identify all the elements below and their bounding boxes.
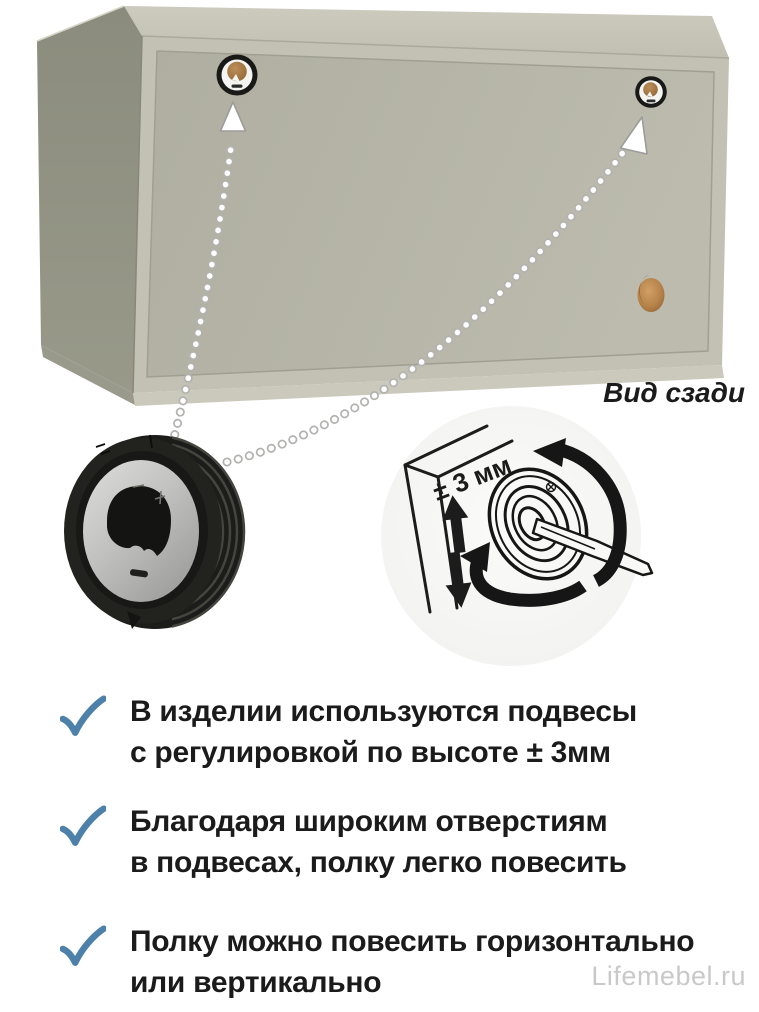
feature-3-line-1: Полку можно повесить горизонтально	[130, 925, 695, 958]
ring-adjust-slot	[129, 569, 148, 578]
ring-markings	[132, 484, 166, 505]
screwdriver-icon	[531, 517, 654, 577]
ring-bottom-tab	[127, 611, 141, 629]
cabinet-left-face	[37, 6, 142, 393]
arrow-up-left-icon	[219, 101, 247, 132]
mount-hole-right-slot	[646, 99, 656, 103]
ring-ribs	[172, 436, 246, 628]
cabinet-left-seam	[132, 35, 143, 394]
check-icon	[60, 805, 106, 846]
cabinet-back-panel	[146, 50, 715, 378]
trail-right	[224, 135, 637, 465]
feature-text-3: Полку можно повесить горизонтально или в…	[130, 921, 695, 1003]
feature-1-line-2: с регулировкой по высоте ± 3мм	[130, 736, 611, 769]
wood-hole	[637, 278, 665, 312]
callout-trails	[167, 101, 648, 467]
feature-item-2: Благодаря широким отверстиям в подвесах,…	[60, 801, 627, 883]
check-icon	[60, 695, 106, 736]
cabinet-bottom-strip	[133, 365, 724, 406]
feature-item-1: В изделии используются подвесы с регулир…	[60, 691, 637, 773]
cabinet-top-seam	[141, 35, 730, 59]
cabinet-top-left-highlight	[36, 5, 125, 42]
cabinet-back-view	[36, 5, 730, 406]
mount-hole-left-wood	[227, 61, 247, 82]
trail-left	[169, 137, 235, 449]
screw-glyph	[545, 481, 557, 493]
mount-hole-left-slot	[231, 84, 243, 88]
mount-hole-right	[635, 76, 667, 108]
arrow-down-icon	[445, 551, 472, 608]
feature-2-line-1: Благодаря широким отверстиям	[130, 805, 608, 838]
arrow-up-icon	[442, 495, 469, 554]
rotation-arrows	[460, 438, 627, 607]
feature-3-line-2: или вертикально	[130, 966, 382, 999]
feature-1-line-1: В изделии используются подвесы	[130, 695, 637, 728]
ring-mold-seams	[95, 434, 153, 455]
mount-hole-left-notch	[232, 74, 240, 82]
cabinet-top-face	[124, 6, 729, 58]
ring-center-hole	[107, 486, 171, 556]
arrow-up-right-icon	[619, 116, 648, 155]
mount-hole-right-notch	[647, 91, 653, 97]
feature-text-2: Благодаря широким отверстиям в подвесах,…	[130, 801, 627, 883]
hanger-ring-photo	[64, 434, 246, 629]
feature-item-3: Полку можно повесить горизонтально или в…	[60, 921, 695, 1003]
cabinet-left-bottom-edge	[41, 345, 135, 405]
mount-hole-left	[216, 54, 258, 96]
check-icon	[60, 925, 106, 966]
illustration: ± 3 мм	[36, 5, 745, 666]
watermark: Lifemebel.ru	[591, 961, 746, 991]
feature-text-1: В изделии используются подвесы с регулир…	[130, 691, 637, 773]
back-view-label: Вид сзади	[603, 377, 745, 408]
feature-2-line-2: в подвесах, полку легко повесить	[130, 846, 627, 879]
adjustment-diagram: ± 3 мм	[381, 406, 654, 666]
mount-hole-right-wood	[643, 82, 658, 97]
